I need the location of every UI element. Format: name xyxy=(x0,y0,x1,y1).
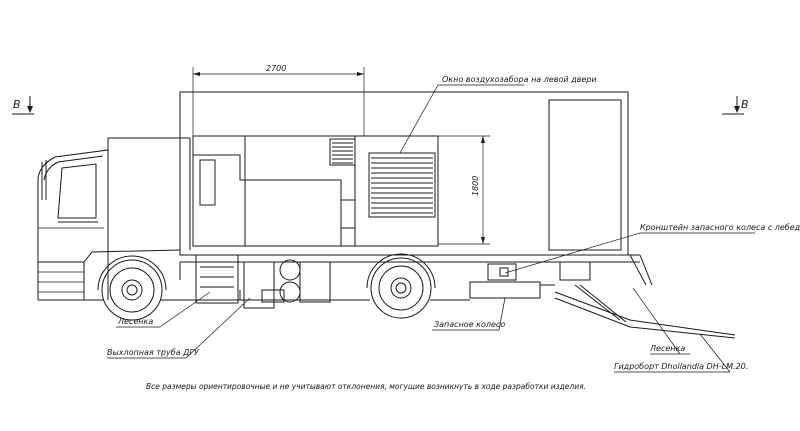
callout-ladder-left: Лесенка xyxy=(117,317,153,326)
chassis xyxy=(83,249,470,309)
callout-tail-lift: Гидроборт Dhollandia DH-LM.20. xyxy=(614,362,748,371)
dimension-width: 2700 xyxy=(192,64,365,140)
tail-lift xyxy=(554,254,736,339)
dimension-height: 1800 xyxy=(438,135,490,245)
section-mark-right: В xyxy=(722,96,749,115)
small-louver xyxy=(329,138,356,166)
section-mark-right-label: В xyxy=(741,98,749,111)
spare-wheel-assembly xyxy=(469,263,555,299)
callout-spare-wheel: Запасное колесо xyxy=(434,320,505,329)
footnote: Все размеры ориентировочные и не учитыва… xyxy=(146,382,586,391)
dimension-width-label: 2700 xyxy=(266,64,286,73)
truck-cab xyxy=(37,137,191,301)
callout-ladder-right: Лесенка xyxy=(649,344,685,353)
front-wheel xyxy=(97,255,167,321)
truck-body xyxy=(179,91,640,263)
section-mark-left: В xyxy=(12,96,34,115)
callout-air-intake-window: Окно воздухозабора на левой двери xyxy=(442,75,597,84)
callout-exhaust-pipe: Выхлопная труба ДГУ xyxy=(107,348,200,357)
section-mark-left-label: В xyxy=(13,98,21,111)
dimension-height-label: 1800 xyxy=(471,176,480,196)
rear-wheel xyxy=(366,253,436,319)
leader-lines xyxy=(107,84,755,373)
callout-spare-wheel-bracket: Кронштейн запасного колеса с лебедкой xyxy=(640,223,800,232)
air-intake-louver xyxy=(368,152,436,218)
